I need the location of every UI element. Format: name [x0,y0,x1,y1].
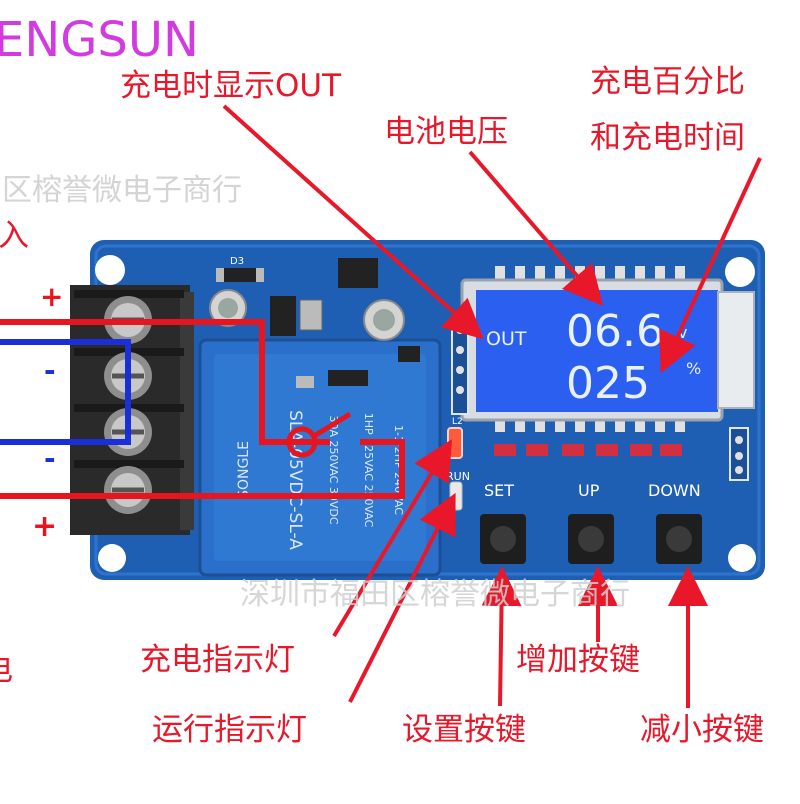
relay-spec-2: 1HP 125VAC 250VAC [362,413,375,528]
relay-face [214,354,426,561]
arrow-set-key [481,566,522,707]
capacitor-right-top [373,309,395,331]
callout-charge-percent-2: 和充电时间 [590,120,745,156]
wire-blue [0,339,131,445]
arrow-run-led [348,492,456,703]
set-button[interactable] [480,514,526,564]
silk-down: DOWN [648,481,701,500]
silk-run: RUN [446,470,470,483]
arrow-out-display [222,104,484,340]
wire-red-top [0,319,330,445]
mount-hole-bottom-right [728,544,756,572]
lcd-out-label: OUT [486,328,527,350]
right-pin-header [729,427,749,481]
mount-hole-bottom-left [98,544,126,572]
wire-red-bottom [0,439,405,499]
terminal-label-1: + [40,280,63,313]
down-button[interactable] [656,514,702,564]
resistor-row [494,444,682,456]
callout-battery-voltage: 电池电压 [384,114,508,150]
arrow-charge-percent [659,157,762,374]
switch-arm [312,411,352,439]
mount-hole-top-right [725,257,755,287]
arrow-battery-voltage [468,150,604,307]
silk-d3: D3 [230,256,244,267]
silk-up: UP [578,481,600,500]
terminal-label-3: - [44,442,56,475]
run-led [449,481,463,511]
terminal-label-4: + [32,509,57,544]
mount-hole-top-left [95,255,125,285]
callout-charge-percent-1: 充电百分比 [590,64,745,100]
callout-charge-led: 充电指示灯 [140,642,295,678]
smd-components [216,258,420,388]
charge-led [447,427,463,459]
silk-l2: L2 [452,417,463,427]
capacitor-left-top [218,298,238,318]
relay-spec-1: 30A 250VAC 30VDC [327,415,340,524]
callout-down-key: 减小按键 [640,712,764,748]
silk-set: SET [484,481,514,500]
switch-pivot [286,426,318,458]
lcd-side-cap [717,291,755,409]
callout-run-led: 运行指示灯 [152,712,307,748]
watermark-top: 区榕誉微电子商行 [2,173,242,208]
callout-set-key: 设置按键 [402,712,526,748]
lcd-voltage-value: 06.6 [566,306,664,357]
callout-left-partial: 电 [0,652,13,688]
lcd-percent-value: 025 [566,358,650,409]
callout-input-partial: 入 [0,218,29,254]
callout-up-key: 增加按键 [516,642,640,678]
brand-logo-text: ENGSUN [0,12,199,68]
arrow-charge-led [332,439,453,638]
terminal-label-2: - [44,354,56,387]
watermark-bottom: 深圳市福田区榕誉微电子商行 [240,577,630,612]
callout-out-display: 充电时显示OUT [120,68,342,104]
relay-brand: SONGLE [236,441,252,499]
side-pin-header [451,317,469,415]
lcd-percent-unit: % [686,359,701,378]
up-button[interactable] [568,514,614,564]
